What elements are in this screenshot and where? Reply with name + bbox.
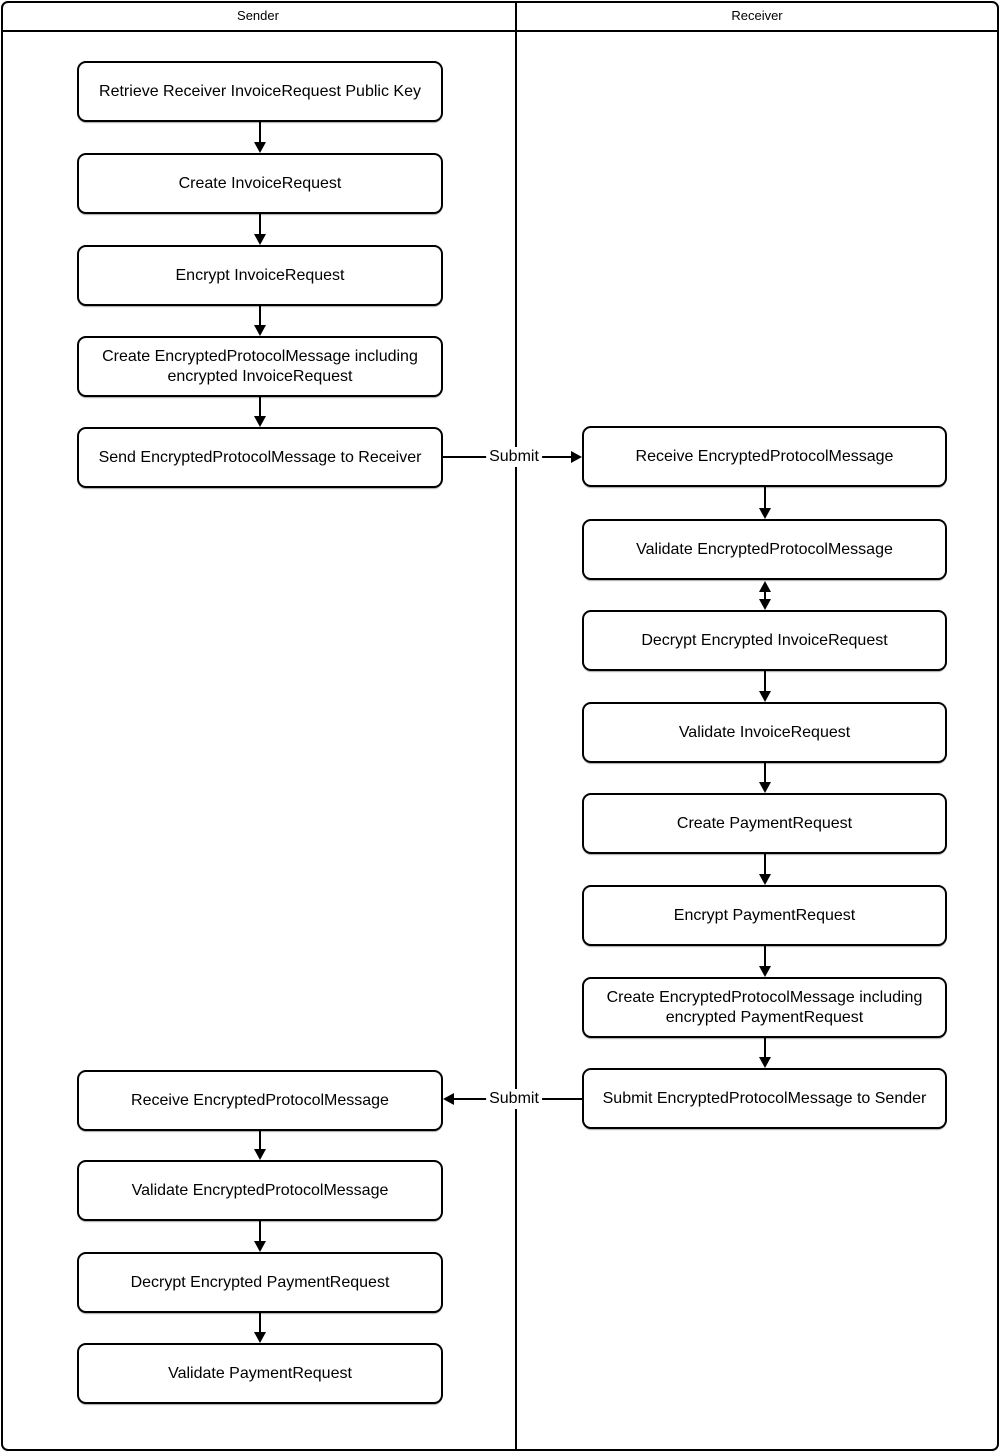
arrowhead-down-icon: [759, 508, 771, 519]
flow-arrow-line: [259, 1221, 261, 1242]
node-decrypt-invoicerequest: Decrypt Encrypted InvoiceRequest: [582, 610, 947, 671]
arrowhead-down-icon: [254, 1149, 266, 1160]
arrowhead-down-icon: [759, 691, 771, 702]
flow-arrow-line: [259, 1131, 261, 1150]
arrowhead-down-icon: [759, 782, 771, 793]
node-receiver-receive-epm: Receive EncryptedProtocolMessage: [582, 426, 947, 487]
node-create-epm-paymentrequest: Create EncryptedProtocolMessage includin…: [582, 977, 947, 1038]
arrowhead-up-icon: [759, 581, 771, 592]
node-sender-validate-epm: Validate EncryptedProtocolMessage: [77, 1160, 443, 1221]
node-send-epm-to-receiver: Send EncryptedProtocolMessage to Receive…: [77, 427, 443, 488]
lane-title-receiver: Receiver: [731, 8, 783, 23]
arrowhead-right-icon: [571, 451, 582, 463]
arrowhead-down-icon: [254, 1332, 266, 1343]
flow-arrow-line: [764, 763, 766, 783]
flow-arrow-line: [764, 854, 766, 875]
flow-arrow-line: [259, 397, 261, 417]
flow-arrow-line: [259, 1313, 261, 1333]
node-encrypt-paymentrequest: Encrypt PaymentRequest: [582, 885, 947, 946]
node-retrieve-public-key: Retrieve Receiver InvoiceRequest Public …: [77, 61, 443, 122]
arrowhead-down-icon: [759, 966, 771, 977]
flow-arrow-line: [764, 946, 766, 967]
arrowhead-down-icon: [759, 1057, 771, 1068]
arrowhead-down-icon: [254, 416, 266, 427]
arrowhead-left-icon: [443, 1093, 454, 1105]
arrowhead-down-icon: [759, 874, 771, 885]
node-create-invoicerequest: Create InvoiceRequest: [77, 153, 443, 214]
flow-arrow-line: [764, 671, 766, 692]
flow-arrow-line: [764, 487, 766, 509]
node-create-paymentrequest: Create PaymentRequest: [582, 793, 947, 854]
node-decrypt-paymentrequest: Decrypt Encrypted PaymentRequest: [77, 1252, 443, 1313]
lane-header-separator: [1, 30, 997, 32]
node-sender-receive-epm: Receive EncryptedProtocolMessage: [77, 1070, 443, 1131]
flow-arrow-line: [764, 589, 766, 601]
node-receiver-validate-epm: Validate EncryptedProtocolMessage: [582, 519, 947, 580]
arrowhead-down-icon: [254, 234, 266, 245]
arrowhead-down-icon: [254, 142, 266, 153]
node-validate-paymentrequest: Validate PaymentRequest: [77, 1343, 443, 1404]
arrowhead-down-icon: [254, 325, 266, 336]
lane-title-sender: Sender: [237, 8, 279, 23]
flow-arrow-line: [259, 122, 261, 143]
submit-bottom-label: Submit: [486, 1089, 542, 1109]
arrowhead-down-icon: [254, 1241, 266, 1252]
lane-divider: [515, 1, 517, 1449]
flow-arrow-line: [259, 306, 261, 326]
submit-top-label: Submit: [486, 447, 542, 467]
node-validate-invoicerequest: Validate InvoiceRequest: [582, 702, 947, 763]
flow-arrow-line: [764, 1038, 766, 1058]
arrowhead-down-icon: [759, 599, 771, 610]
node-encrypt-invoicerequest: Encrypt InvoiceRequest: [77, 245, 443, 306]
flow-arrow-line: [259, 214, 261, 235]
node-create-epm-invoicerequest: Create EncryptedProtocolMessage includin…: [77, 336, 443, 397]
node-submit-epm-to-sender: Submit EncryptedProtocolMessage to Sende…: [582, 1068, 947, 1129]
